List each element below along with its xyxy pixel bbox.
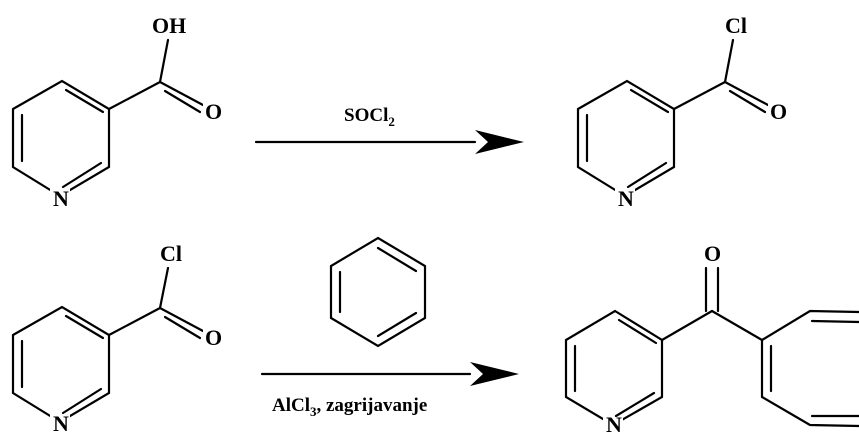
carbonyl-oxygen-label: O — [770, 99, 787, 124]
ring-nitrogen-label: N — [53, 411, 69, 432]
chlorine-label: Cl — [160, 241, 182, 266]
ring-nitrogen-label: N — [618, 186, 634, 211]
ring-nitrogen-label: N — [606, 412, 622, 432]
benzene-reagent-structure — [329, 236, 427, 348]
reaction-arrow-2 — [260, 362, 519, 386]
reaction-arrow-1 — [254, 130, 524, 154]
carbonyl-oxygen-label: O — [205, 325, 222, 350]
carbonyl-oxygen-label: O — [704, 241, 721, 266]
chlorine-label: Cl — [725, 13, 747, 38]
benzoylpyridine-structure: N O — [564, 238, 859, 432]
reagent-thionyl-chloride: SOCl2 — [344, 105, 395, 129]
carbonyl-oxygen-label: O — [205, 99, 222, 124]
condition-catalyst-heating: AlCl3, zagrijavanje — [272, 395, 427, 419]
nicotinoyl-chloride-reactant-structure: N Cl O — [11, 238, 223, 432]
ring-nitrogen-label: N — [53, 186, 69, 211]
nicotinoyl-chloride-structure: N Cl O — [576, 12, 788, 211]
hydroxyl-label: OH — [152, 13, 186, 38]
nicotinic-acid-structure: N OH O — [11, 12, 223, 211]
